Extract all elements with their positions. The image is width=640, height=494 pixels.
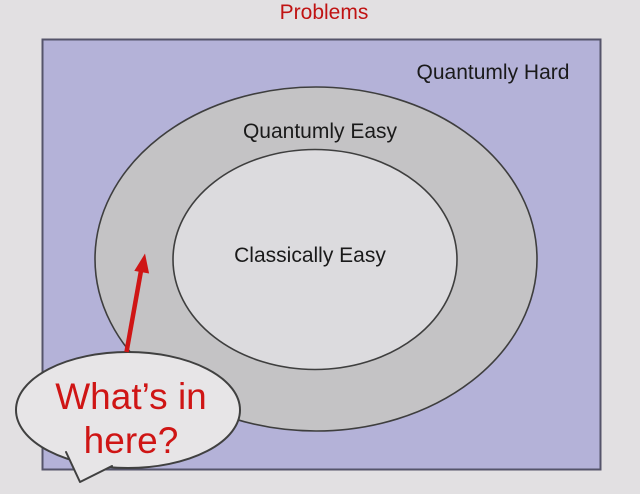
red-arrow-line — [124, 267, 144, 353]
speech-bubble-line1: What’s in — [55, 376, 207, 417]
speech-bubble-text: What’s in here? — [55, 375, 207, 463]
classically-easy-region — [172, 148, 458, 371]
red-arrow-head — [134, 253, 150, 274]
quantumly-easy-label: Quantumly Easy — [242, 120, 398, 143]
speech-bubble-tail — [65, 451, 113, 483]
slide-title: Problems — [279, 1, 369, 24]
speech-bubble-line2: here? — [83, 420, 179, 461]
classically-easy-label: Classically Easy — [234, 244, 386, 267]
quantumly-hard-label: Quantumly Hard — [416, 61, 570, 84]
